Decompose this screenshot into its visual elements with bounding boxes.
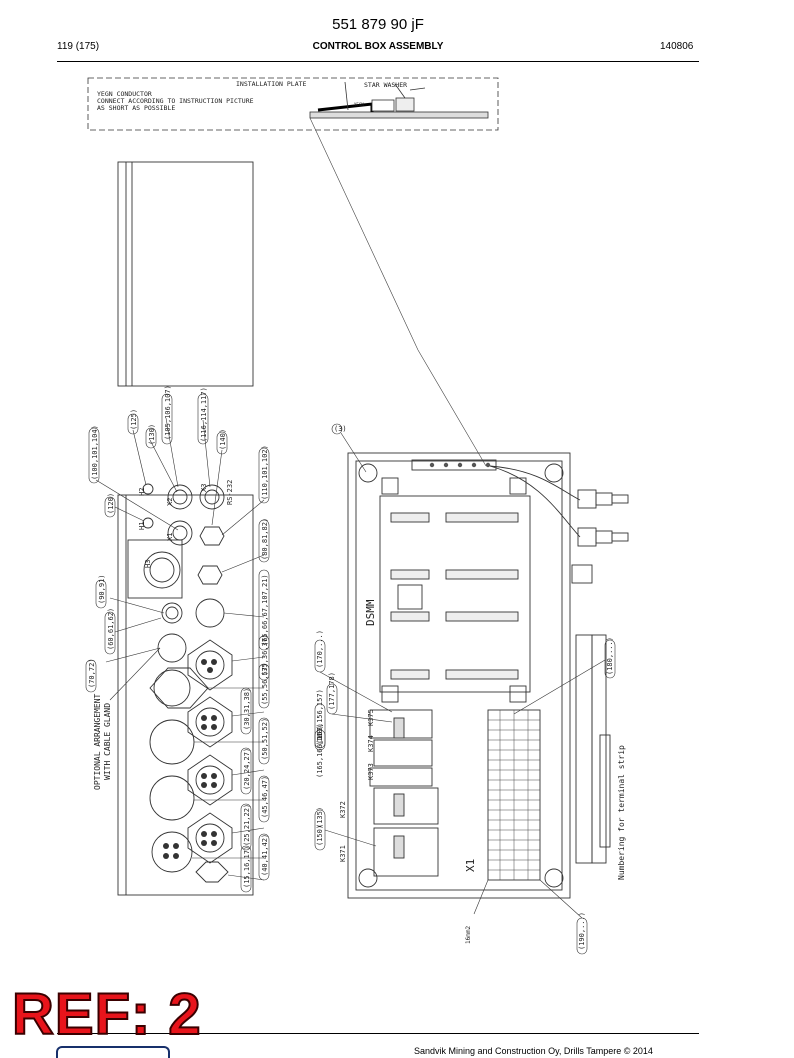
callout-55: (55,56,57) — [261, 663, 269, 705]
callout-120: (120) — [107, 493, 115, 514]
strip-caption: Numbering for terminal strip — [617, 745, 626, 880]
callout-80: (80,81,82) — [261, 518, 269, 560]
left-callout-leaders — [95, 417, 265, 881]
relay-k373: K373 — [367, 763, 375, 780]
label-h2: H2 — [138, 488, 146, 496]
callout-170: (170,...) — [316, 630, 324, 668]
right-callout-outlines — [314, 423, 616, 955]
callout-150: (150) — [316, 825, 324, 846]
enclosure-view — [347, 452, 629, 899]
relay-k375: K375 — [367, 709, 375, 726]
page-title: CONTROL BOX ASSEMBLY — [312, 41, 444, 52]
callout-140: (140) — [219, 429, 227, 450]
callout-125: (125) — [130, 409, 138, 430]
ground-leader-line — [309, 117, 487, 467]
lid-view — [117, 161, 254, 387]
callout-50: (50,51,52) — [261, 718, 269, 760]
callout-155: (155,156,157) — [316, 689, 324, 744]
installation-plate-label: INSTALLATION PLATE — [236, 80, 307, 88]
callout-3: (3) — [334, 425, 347, 433]
header-rule — [57, 61, 699, 62]
callout-35: (35,36,37) — [261, 634, 269, 676]
label-x3: X3 — [200, 484, 208, 492]
yegn-small-label: YEGN — [354, 102, 364, 107]
callout-165: (165,166,167) — [316, 723, 324, 778]
footer-rule — [57, 1033, 699, 1034]
label-x1: X1 — [166, 533, 174, 541]
box-side-view — [117, 483, 254, 896]
callout-130: (130) — [148, 424, 156, 445]
callout-116: (116,114,117) — [200, 387, 208, 442]
callout-45: (45,46,47) — [261, 776, 269, 818]
callout-177: (177,178) — [328, 672, 336, 710]
callout-105: (105,106,107) — [164, 385, 172, 440]
callout-15: (15,16,17) — [243, 846, 251, 888]
optional-note-1: OPTIONAL ARRANGEMENT — [93, 693, 102, 790]
callout-30: (30,31,38) — [243, 688, 251, 730]
callout-20: (20,24,27) — [243, 748, 251, 790]
callout-40: (40,41,42) — [261, 834, 269, 876]
document-date: 140806 — [660, 41, 694, 52]
note-line-3: AS SHORT AS POSSIBLE — [97, 104, 175, 112]
note-line-2: CONNECT ACCORDING TO INSTRUCTION PICTURE — [97, 97, 254, 105]
page-number: 119 (175) — [57, 41, 100, 52]
document-number: 551 879 90 jF — [332, 16, 424, 33]
star-washer-label: STAR WASHER — [364, 81, 407, 89]
relay-k371: K371 — [339, 845, 347, 862]
label-h3: H3 — [144, 560, 152, 568]
callout-110: (110,101,102) — [261, 445, 269, 500]
callout-70: (70,72) — [88, 658, 96, 688]
label-x2: X2 — [166, 498, 174, 506]
optional-note-2: WITH CABLE GLAND — [103, 703, 112, 780]
x1-label: X1 — [464, 859, 477, 872]
left-callout-outlines — [85, 393, 270, 893]
wire-size-note: 16mm2 — [465, 926, 472, 944]
callout-135: (135) — [316, 807, 324, 828]
left-callouts: (125) (130) (105,106,107) (100,101,104) … — [88, 385, 269, 888]
callout-90: (90,91) — [98, 574, 106, 604]
callout-65: (65,66,67,107,21) — [261, 574, 269, 646]
label-rs232: RS-232 — [226, 480, 234, 505]
callout-180: (180,...) — [606, 637, 614, 675]
label-h1: H1 — [138, 522, 146, 530]
callout-100: (100,101,104) — [91, 425, 99, 480]
callout-160: (160) — [316, 725, 324, 746]
callout-60: (60,61,62) — [107, 608, 115, 650]
relay-k372: K372 — [339, 801, 347, 818]
note-line-1: YEGN CONDUCTOR — [97, 90, 152, 98]
ref-stamp: REF: 2 — [11, 982, 202, 1047]
dsmm-label: DSMM — [364, 599, 377, 626]
top-detail: INSTALLATION PLATE STAR WASHER YEGN YEGN… — [87, 77, 499, 131]
right-labels: DSMM X1 K371 K372 K373 K374 K375 (170,..… — [316, 425, 626, 950]
sandvik-logo — [56, 1046, 170, 1058]
relay-k374: K374 — [367, 735, 375, 752]
callout-190: (190,...) — [578, 912, 586, 950]
copyright-footer: Sandvik Mining and Construction Oy, Dril… — [414, 1046, 653, 1056]
callout-25: (25,21,22) — [243, 804, 251, 846]
